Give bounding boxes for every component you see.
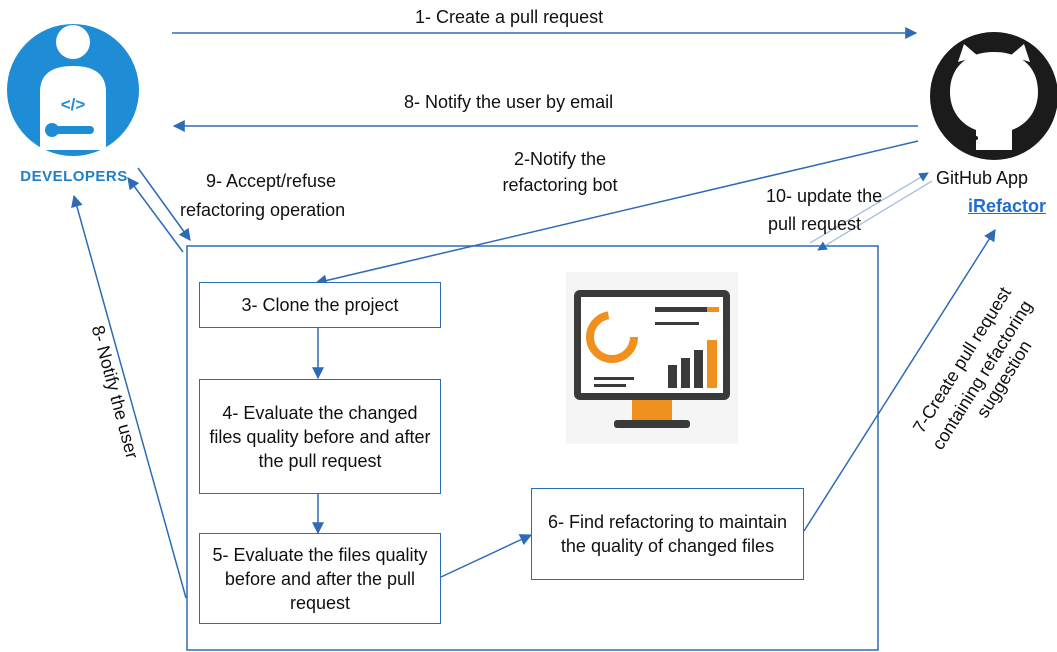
label-accept-refuse-1: 9- Accept/refuse: [206, 171, 337, 191]
arrow-update-pr-1: [809, 172, 929, 244]
label-update-pr-1: 10- update the: [766, 186, 883, 206]
developer-icon: </>: [7, 24, 139, 156]
github-app-caption: GitHub App: [936, 168, 1029, 188]
label-notify-by-email: 8- Notify the user by email: [404, 92, 614, 112]
arrow-update-pr-2: [817, 180, 933, 251]
arrow-accept-refuse-1: [137, 167, 191, 241]
developers-label: DEVELOPERS: [20, 168, 128, 185]
step-evaluate-changed-files-text: 4- Evaluate the changed files quality be…: [209, 402, 431, 471]
label-update-pr-2: pull request: [768, 214, 862, 234]
step-find-refactoring: 6- Find refactoring to maintain the qual…: [531, 488, 804, 580]
step-evaluate-files: 5- Evaluate the files quality before and…: [199, 533, 441, 624]
step-evaluate-changed-files: 4- Evaluate the changed files quality be…: [199, 379, 441, 494]
github-octocat-icon: [930, 32, 1057, 160]
svg-text:</>: </>: [61, 95, 86, 114]
monitor-analytics-icon: [566, 272, 738, 444]
label-notify-bot-1: 2-Notify the: [513, 149, 607, 169]
process-container: [186, 245, 879, 651]
step-clone-project: 3- Clone the project: [199, 282, 441, 328]
label-accept-refuse-2: refactoring operation: [180, 200, 346, 220]
step-find-refactoring-text: 6- Find refactoring to maintain the qual…: [547, 512, 788, 556]
arrow-notify-user: [71, 194, 187, 599]
arrow-create-refactoring-pr: [803, 228, 996, 532]
step-evaluate-files-text: 5- Evaluate the files quality before and…: [212, 544, 428, 613]
label-create-pull-request: 1- Create a pull request: [415, 7, 604, 27]
step-clone-project-text: 3- Clone the project: [241, 295, 399, 315]
arrow-notify-bot: [314, 140, 919, 287]
irefactor-link[interactable]: iRefactor: [968, 196, 1047, 216]
arrow-accept-refuse-2: [127, 177, 184, 253]
arrow-step5-to-6: [440, 534, 533, 578]
label-notify-bot-2: refactoring bot: [502, 175, 618, 195]
